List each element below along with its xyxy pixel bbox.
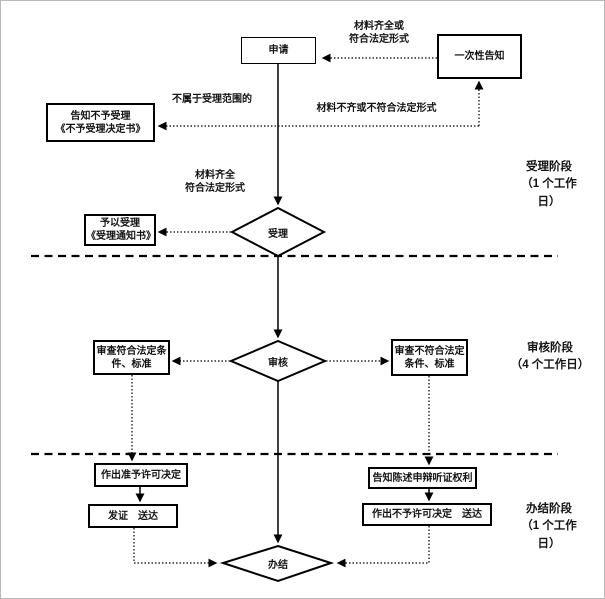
node-grant-decision: 作出准予许可决定 bbox=[94, 463, 188, 487]
diamond-complete bbox=[219, 544, 335, 583]
edge-label-materials-incomplete: 材料不齐或不符合法定形式 bbox=[316, 103, 437, 114]
diamond-complete-label: 办结 bbox=[268, 559, 288, 571]
node-deny-decision: 作出不予许可决定 送达 bbox=[362, 503, 492, 526]
diamond-review-label: 审核 bbox=[268, 357, 288, 369]
node-hearing-rights: 告知陈述申辩听证权利 bbox=[368, 467, 477, 489]
diamond-accept-label: 受理 bbox=[268, 228, 288, 240]
stage-label-review: 审核阶段 （4 个工作日） bbox=[510, 342, 590, 372]
node-one-time-notice: 一次性告知 bbox=[437, 34, 522, 79]
stage-label-accept: 受理阶段 （1 个工作 日） bbox=[521, 161, 577, 208]
node-reject-notice: 告知不予受理 《不予受理决定书》 bbox=[46, 103, 155, 142]
node-accept-notify: 予以受理 《受理通知书》 bbox=[84, 214, 156, 246]
node-review-pass: 审查符合法定条 件、标准 bbox=[93, 340, 170, 375]
edge-label-materials-complete: 材料齐全 符合法定形式 bbox=[185, 170, 245, 194]
edge-label-materials-complete-or: 材料齐全或 符合法定形式 bbox=[349, 21, 409, 45]
node-apply: 申请 bbox=[241, 37, 316, 64]
stage-label-complete: 办结阶段 （1 个工作 日） bbox=[521, 503, 577, 550]
node-issue-deliver: 发证 送达 bbox=[88, 504, 178, 528]
node-review-fail: 审查不符合法定 条件、标准 bbox=[391, 339, 468, 376]
edge-label-not-in-scope: 不属于受理范围的 bbox=[172, 94, 252, 105]
edge-issue-to-complete bbox=[133, 528, 218, 568]
edge-deny-to-complete bbox=[336, 526, 430, 568]
